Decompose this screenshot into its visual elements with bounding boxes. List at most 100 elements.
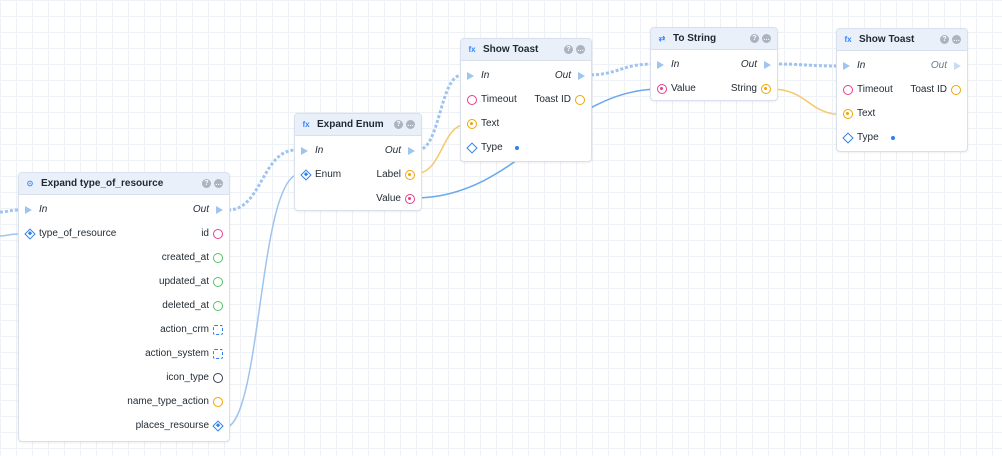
output-pin-updated-at[interactable] <box>213 277 223 287</box>
exec-in-pin[interactable] <box>657 61 664 69</box>
pin-row-created-at: created_at <box>19 251 229 265</box>
input-pin-timeout[interactable] <box>843 85 853 95</box>
function-icon: fx <box>302 120 310 129</box>
pin-row-type: Type <box>461 141 591 155</box>
exec-wire-expand-to-enum <box>227 148 297 212</box>
output-pin-value[interactable] <box>405 194 415 204</box>
type-value-dot[interactable] <box>891 136 895 140</box>
input-pin-enum[interactable] <box>300 169 312 181</box>
output-label-toast-id: Toast ID <box>910 84 947 95</box>
output-pin-places-resourse[interactable] <box>212 420 224 432</box>
comment-icon[interactable]: … <box>762 34 771 43</box>
help-icon[interactable]: ? <box>202 179 211 188</box>
output-pin-action-system[interactable] <box>213 349 223 359</box>
input-pin-timeout[interactable] <box>467 95 477 105</box>
output-pin-action-crm[interactable] <box>213 325 223 335</box>
exec-in-pin[interactable] <box>25 206 32 214</box>
exec-wire-enum-to-toast <box>417 73 463 152</box>
node-show-toast-1[interactable]: fx Show Toast ? … In Out Timeout Toast I… <box>460 38 592 162</box>
pin-row-updated-at: updated_at <box>19 275 229 289</box>
input-pin-type[interactable] <box>466 142 478 154</box>
node-header[interactable]: ⊙ Expand type_of_resource ? … <box>19 173 229 195</box>
expand-icon: ⊙ <box>26 179 34 188</box>
help-icon[interactable]: ? <box>564 45 573 54</box>
output-label-icon-type: icon_type <box>166 372 209 383</box>
input-label-timeout: Timeout <box>481 94 517 105</box>
output-pin-string[interactable] <box>761 84 771 94</box>
node-header[interactable]: fx Show Toast ? … <box>461 39 591 61</box>
help-icon[interactable]: ? <box>750 34 759 43</box>
output-pin-icon-type[interactable] <box>213 373 223 383</box>
node-header[interactable]: fx Show Toast ? … <box>837 29 967 51</box>
pin-row-timeout: Timeout Toast ID <box>461 93 591 107</box>
exec-out-pin[interactable] <box>408 147 415 155</box>
output-label-id: id <box>201 228 209 239</box>
node-show-toast-2[interactable]: fx Show Toast ? … In Out Timeout Toast I… <box>836 28 968 152</box>
comment-icon[interactable]: … <box>952 35 961 44</box>
pin-row-deleted-at: deleted_at <box>19 299 229 313</box>
output-label-deleted-at: deleted_at <box>162 300 209 311</box>
pin-row-enum: Enum Label <box>295 168 421 182</box>
output-label-places-resourse: places_resourse <box>135 420 209 431</box>
node-expand-type-of-resource[interactable]: ⊙ Expand type_of_resource ? … In Out typ… <box>18 172 230 442</box>
output-label-name-type-action: name_type_action <box>127 396 209 407</box>
node-expand-enum[interactable]: fx Expand Enum ? … In Out Enum Label Val… <box>294 113 422 211</box>
output-pin-label[interactable] <box>405 170 415 180</box>
pin-row-action-system: action_system <box>19 347 229 361</box>
node-to-string[interactable]: ⇄ To String ? … In Out Value String <box>650 27 778 101</box>
output-label-toast-id: Toast ID <box>534 94 571 105</box>
output-pin-name-type-action[interactable] <box>213 397 223 407</box>
exec-row: In Out <box>837 59 967 73</box>
node-header[interactable]: fx Expand Enum ? … <box>295 114 421 136</box>
input-label-enum: Enum <box>315 169 342 180</box>
exec-in-label: In <box>671 59 680 70</box>
node-title: Show Toast <box>859 34 915 45</box>
output-pin-toast-id[interactable] <box>575 95 585 105</box>
input-label-type: Type <box>481 142 503 153</box>
output-pin-id[interactable] <box>213 229 223 239</box>
pin-row-icon-type: icon_type <box>19 371 229 385</box>
comment-icon[interactable]: … <box>214 179 223 188</box>
function-icon: fx <box>468 45 476 54</box>
exec-out-pin[interactable] <box>954 62 961 70</box>
exec-wire-toast-to-tostring <box>585 62 655 77</box>
exec-row: In Out <box>295 144 421 158</box>
help-icon[interactable]: ? <box>394 120 403 129</box>
input-pin-value[interactable] <box>657 84 667 94</box>
output-pin-created-at[interactable] <box>213 253 223 263</box>
exec-in-label: In <box>315 145 324 156</box>
help-icon[interactable]: ? <box>940 35 949 44</box>
pin-row-name-type-action: name_type_action <box>19 395 229 409</box>
input-pin-type-of-resource[interactable] <box>24 228 36 240</box>
exec-row: In Out <box>461 69 591 83</box>
exec-out-label: Out <box>192 204 209 215</box>
node-header[interactable]: ⇄ To String ? … <box>651 28 777 50</box>
output-label-label: Label <box>376 169 401 180</box>
exec-in-pin[interactable] <box>843 62 850 70</box>
input-pin-text[interactable] <box>467 119 477 129</box>
type-value-dot[interactable] <box>515 146 519 150</box>
output-label-action-crm: action_crm <box>160 324 209 335</box>
comment-icon[interactable]: … <box>576 45 585 54</box>
exec-out-pin[interactable] <box>764 61 771 69</box>
exec-in-pin[interactable] <box>467 72 474 80</box>
exec-out-label: Out <box>930 60 947 71</box>
input-pin-type[interactable] <box>842 132 854 144</box>
convert-icon: ⇄ <box>658 34 666 43</box>
exec-out-pin[interactable] <box>578 72 585 80</box>
exec-in-pin[interactable] <box>301 147 308 155</box>
node-title: Expand type_of_resource <box>41 178 164 189</box>
exec-out-pin[interactable] <box>216 206 223 214</box>
input-label-text: Text <box>857 108 876 119</box>
output-pin-deleted-at[interactable] <box>213 301 223 311</box>
input-pin-text[interactable] <box>843 109 853 119</box>
input-label-timeout: Timeout <box>857 84 893 95</box>
comment-icon[interactable]: … <box>406 120 415 129</box>
output-pin-toast-id[interactable] <box>951 85 961 95</box>
output-label-action-system: action_system <box>145 348 209 359</box>
exec-in-label: In <box>857 60 866 71</box>
pin-row-value: Value <box>295 192 421 206</box>
exec-wire-incoming <box>0 208 19 214</box>
exec-out-label: Out <box>384 145 401 156</box>
